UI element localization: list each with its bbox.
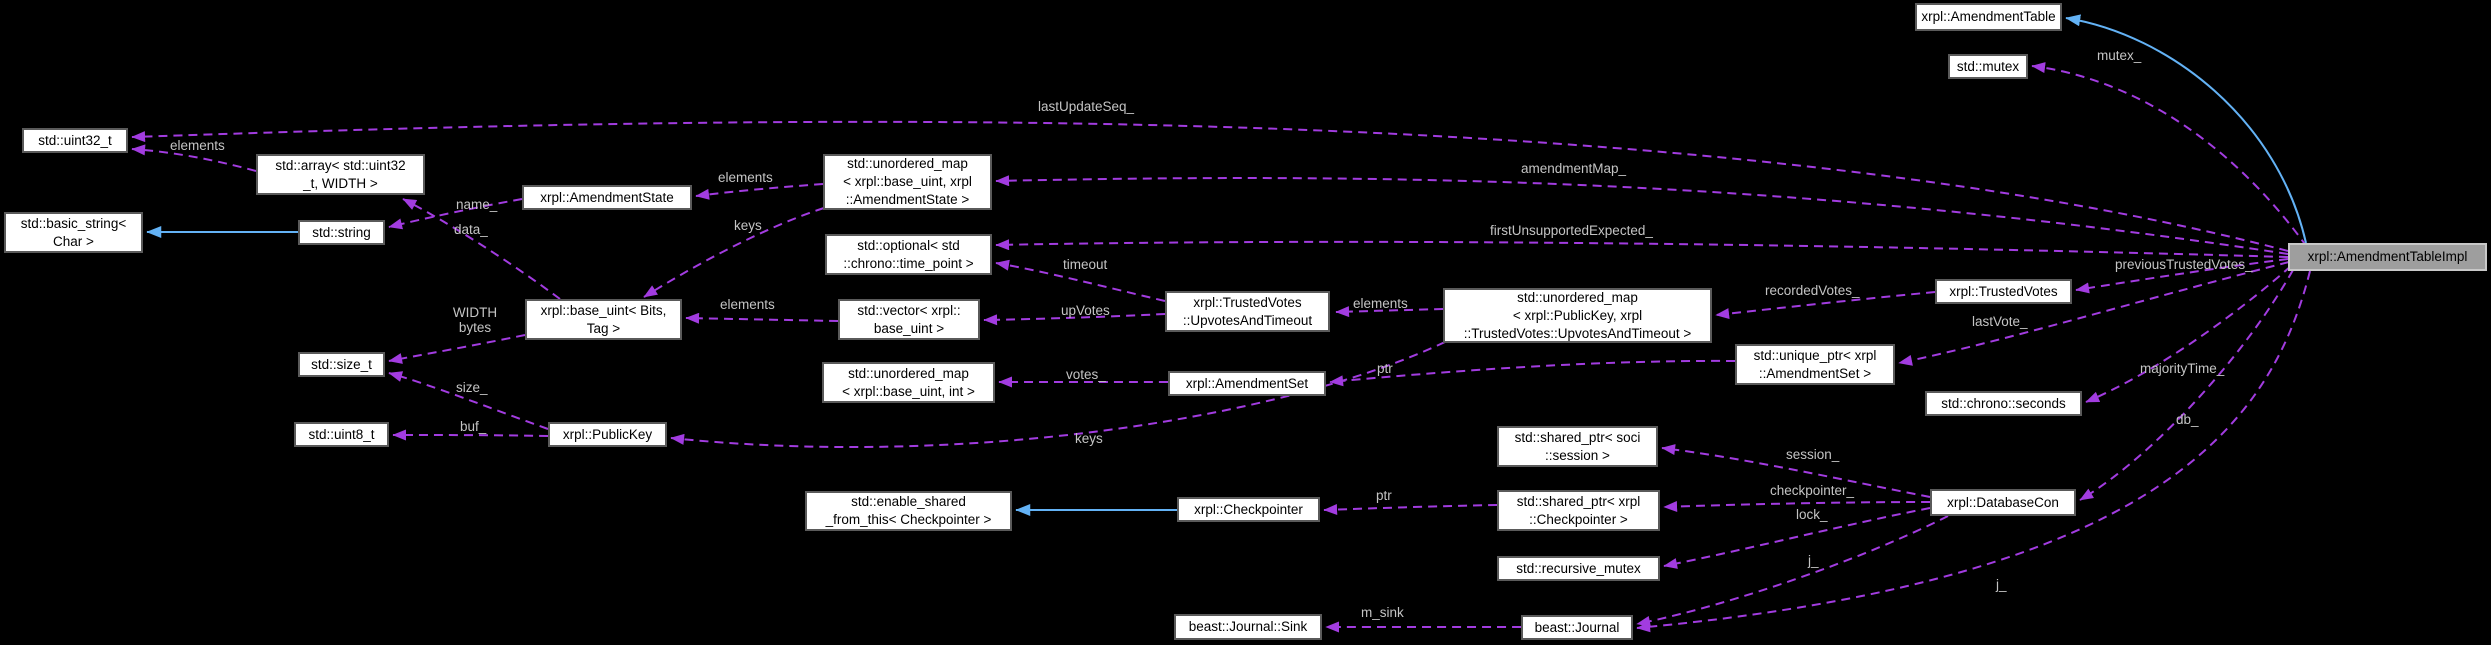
node-map-amendment[interactable]: std::unordered_map < xrpl::base_uint, xr…: [823, 154, 992, 210]
node-upvotes-timeout[interactable]: xrpl::TrustedVotes ::UpvotesAndTimeout: [1165, 291, 1330, 332]
edge-label-elements-mapamendment: elements: [718, 170, 773, 185]
edge-elements-array-path: [131, 144, 257, 172]
edge-label-elements-array: elements: [170, 138, 225, 153]
inheritance-impl-amendmenttable-path: [2065, 14, 2307, 244]
edge-label-majoritytime: majorityTime_: [2140, 361, 2225, 376]
edge-amendmentmap-path: [995, 175, 2289, 255]
node-journal[interactable]: beast::Journal: [1521, 615, 1633, 640]
edge-label-data: data_: [454, 222, 488, 237]
edge-keys-mapamendment-path: [643, 207, 825, 298]
edge-keys-mappublickey-path: [670, 341, 1446, 449]
edge-label-keys-mappublickey: keys: [1075, 431, 1103, 446]
node-amendment-table-impl[interactable]: xrpl::AmendmentTableImpl: [2288, 243, 2487, 271]
edge-label-width-bytes: WIDTH bytes: [452, 305, 498, 335]
node-basic-string[interactable]: std::basic_string< Char >: [4, 212, 143, 253]
node-optional-timepoint[interactable]: std::optional< std ::chrono::time_point …: [825, 234, 992, 275]
edge-elements-vector-path: [685, 312, 839, 324]
node-database-con[interactable]: xrpl::DatabaseCon: [1930, 489, 2076, 516]
node-amendment-table[interactable]: xrpl::AmendmentTable: [1915, 3, 2062, 31]
edge-previoustrustedvotes-path: [2075, 258, 2289, 294]
edge-label-recordedvotes: recordedVotes_: [1765, 283, 1860, 298]
edge-ptr-uniqueptr-path: [1329, 359, 1736, 387]
node-base-uint[interactable]: xrpl::base_uint< Bits, Tag >: [525, 299, 682, 340]
edge-label-msink: m_sink: [1361, 605, 1404, 620]
edge-label-checkpointer: checkpointer_: [1770, 483, 1855, 498]
edge-j-databasecon-path: [1636, 515, 1949, 627]
edge-label-size: size_: [456, 380, 488, 395]
edge-label-keys-mapamendment: keys: [734, 218, 762, 233]
edge-lastupdateseq-path: [131, 120, 2289, 252]
node-shared-checkpointer[interactable]: std::shared_ptr< xrpl ::Checkpointer >: [1497, 490, 1660, 531]
edge-label-ptr-sharedcheckpointer: ptr: [1376, 488, 1392, 503]
node-array[interactable]: std::array< std::uint32 _t, WIDTH >: [256, 154, 425, 195]
node-recursive-mutex[interactable]: std::recursive_mutex: [1497, 556, 1660, 581]
node-chrono-seconds[interactable]: std::chrono::seconds: [1925, 391, 2082, 416]
node-size-t[interactable]: std::size_t: [298, 352, 385, 377]
node-unique-ptr[interactable]: std::unique_ptr< xrpl ::AmendmentSet >: [1735, 344, 1895, 385]
edge-label-lastupdateseq: lastUpdateSeq_: [1038, 99, 1135, 114]
node-map-int[interactable]: std::unordered_map < xrpl::base_uint, in…: [822, 362, 995, 403]
edge-timeout-path: [995, 259, 1166, 302]
edge-buf-path: [392, 429, 549, 441]
node-vector[interactable]: std::vector< xrpl:: base_uint >: [838, 299, 980, 340]
edge-label-firstunsupportedexpected: firstUnsupportedExpected_: [1490, 223, 1653, 238]
node-journal-sink[interactable]: beast::Journal::Sink: [1174, 614, 1322, 640]
node-trusted-votes[interactable]: xrpl::TrustedVotes: [1935, 279, 2072, 304]
edge-firstunsupportedexpected-path: [995, 239, 2289, 258]
edge-lock-path: [1663, 507, 1931, 569]
node-uint32[interactable]: std::uint32_t: [22, 128, 128, 153]
edge-session-path: [1661, 444, 1931, 498]
edge-recordedvotes-path: [1715, 291, 1936, 320]
node-string[interactable]: std::string: [298, 220, 385, 245]
edge-data-path: [402, 198, 561, 300]
edge-label-lock: lock_: [1796, 507, 1828, 522]
edge-label-votes: votes_: [1066, 367, 1106, 382]
edge-label-amendmentmap: amendmentMap_: [1521, 161, 1627, 176]
node-amendment-state[interactable]: xrpl::AmendmentState: [522, 185, 692, 210]
edge-upvotes-path: [983, 313, 1166, 326]
edge-label-j-databasecon: j_: [1808, 553, 1819, 568]
edge-label-ptr-uniqueptr: ptr: [1377, 361, 1393, 376]
edge-majoritytime-path: [2085, 265, 2292, 403]
node-map-publickey[interactable]: std::unordered_map < xrpl::PublicKey, xr…: [1443, 288, 1712, 343]
edge-label-mutex: mutex_: [2097, 48, 2142, 63]
node-enable-shared[interactable]: std::enable_shared _from_this< Checkpoin…: [805, 491, 1012, 531]
edge-label-elements-mappublickey: elements: [1353, 296, 1408, 311]
edge-elements-mappublickey-path: [1335, 306, 1444, 318]
edge-lastvote-path: [1898, 261, 2290, 366]
edge-j-impl-path: [1636, 270, 2311, 633]
edge-ptr-sharedcheckpointer-path: [1323, 504, 1498, 516]
edge-label-previoustrustedvotes: previousTrustedVotes_: [2115, 257, 2253, 272]
edge-elements-mapamendment-path: [695, 183, 824, 200]
edge-size-path: [388, 371, 549, 430]
node-publickey[interactable]: xrpl::PublicKey: [548, 422, 667, 447]
edge-label-db: db_: [2176, 412, 2199, 427]
edge-width-bytes-path: [388, 334, 526, 364]
node-amendment-set[interactable]: xrpl::AmendmentSet: [1168, 371, 1326, 396]
edge-label-elements-vector: elements: [720, 297, 775, 312]
node-shared-soci[interactable]: std::shared_ptr< soci ::session >: [1497, 426, 1658, 467]
edge-label-name: name_: [456, 197, 498, 212]
node-uint8[interactable]: std::uint8_t: [294, 422, 389, 447]
edge-checkpointer-member-path: [1663, 501, 1931, 513]
edge-label-timeout: timeout: [1063, 257, 1108, 272]
node-mutex[interactable]: std::mutex: [1948, 54, 2028, 79]
edge-mutex-path: [2031, 62, 2308, 248]
edge-label-lastvote: lastVote_: [1972, 314, 2028, 329]
edge-label-buf: buf_: [460, 419, 487, 434]
edge-label-session: session_: [1786, 447, 1840, 462]
edge-name-path: [388, 198, 523, 230]
edge-label-upvotes: upVotes: [1061, 303, 1110, 318]
node-checkpointer[interactable]: xrpl::Checkpointer: [1177, 497, 1320, 522]
edge-label-j-impl: j_: [1996, 577, 2007, 592]
